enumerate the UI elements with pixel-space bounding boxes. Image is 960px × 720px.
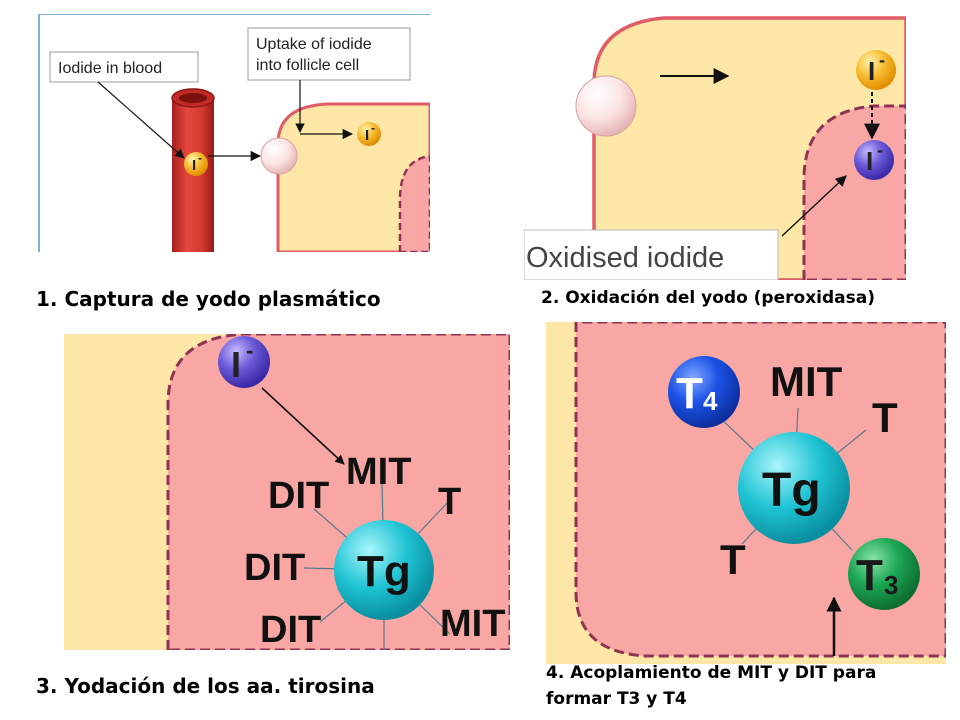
- callout-oxidised-iodide: Oxidised iodide: [526, 242, 724, 274]
- caption-step-1: 1. Captura de yodo plasmático: [36, 287, 381, 311]
- nis-transporter: [575, 75, 637, 137]
- callout-uptake-line1: Uptake of iodide: [256, 36, 372, 53]
- label-t-left: T: [720, 536, 746, 583]
- thyroglobulin: [334, 520, 434, 620]
- label-dit-lower: DIT: [260, 609, 321, 650]
- oxidised-iodide-ion: I -: [854, 140, 894, 180]
- svg-text:4: 4: [703, 386, 718, 416]
- thyroglobulin: [738, 432, 850, 544]
- caption-step-4: 4. Acoplamiento de MIT y DIT para formar…: [546, 660, 876, 712]
- tg-label: Tg: [762, 464, 821, 517]
- svg-text:I: I: [868, 56, 875, 86]
- colloid: [802, 104, 906, 280]
- caption-step-4-line2: formar T3 y T4: [546, 689, 687, 709]
- caption-step-4-line1: 4. Acoplamiento de MIT y DIT para: [546, 663, 877, 683]
- iodide-ion-blood: I -: [184, 151, 208, 176]
- callout-box-blood: [49, 51, 199, 83]
- svg-text:I: I: [192, 157, 196, 174]
- label-mit: MIT: [770, 358, 843, 405]
- oxidised-iodide-ion: I -: [218, 336, 270, 388]
- colloid: [398, 154, 430, 252]
- label-dit-mid: DIT: [244, 547, 305, 589]
- pointer-arrow-blood: [97, 81, 185, 159]
- label-t: T: [438, 481, 461, 523]
- panel-3-diagram: I - Tg MIT DIT T DIT DIT MIT: [64, 334, 510, 650]
- t3-hormone: T 3: [848, 538, 920, 610]
- svg-text:T: T: [856, 551, 883, 600]
- svg-text:3: 3: [884, 570, 898, 600]
- t4-hormone: T 4: [668, 356, 740, 428]
- iodination-arrow: [261, 387, 345, 465]
- nis-transporter: [260, 137, 298, 175]
- caption-step-2: 2. Oxidación del yodo (peroxidasa): [541, 288, 875, 308]
- label-dit-upper: DIT: [268, 475, 329, 517]
- svg-text:I: I: [231, 344, 241, 385]
- callout-iodide-in-blood: Iodide in blood: [58, 60, 162, 77]
- label-mit-top: MIT: [346, 451, 411, 493]
- iodide-ion-cell: I -: [357, 121, 381, 146]
- svg-text:-: -: [879, 50, 885, 70]
- svg-text:-: -: [371, 121, 375, 135]
- pointer-arrow-oxidised: [781, 175, 847, 237]
- panel-1-diagram: Iodide in blood Uptake of iodide into fo…: [38, 14, 430, 252]
- panel-2-diagram: I - I - Oxidised iodide: [524, 14, 906, 280]
- svg-text:-: -: [877, 140, 883, 160]
- svg-text:-: -: [246, 338, 253, 363]
- svg-text:I: I: [365, 127, 369, 144]
- iodide-ion-yellow: I -: [856, 50, 896, 90]
- callout-box-oxidised: [524, 229, 779, 280]
- label-t-right: T: [872, 394, 898, 441]
- svg-text:T: T: [676, 369, 703, 418]
- label-mit-bottom: MIT: [440, 603, 505, 645]
- panel-4-diagram: T 4 MIT T Tg T T 3: [546, 322, 946, 664]
- callout-uptake-line2: into follicle cell: [256, 57, 359, 74]
- callout-box-uptake: [247, 27, 411, 81]
- caption-step-3: 3. Yodación de los aa. tirosina: [36, 674, 375, 698]
- svg-text:I: I: [866, 146, 873, 176]
- tg-label: Tg: [357, 547, 411, 596]
- svg-text:-: -: [198, 151, 202, 165]
